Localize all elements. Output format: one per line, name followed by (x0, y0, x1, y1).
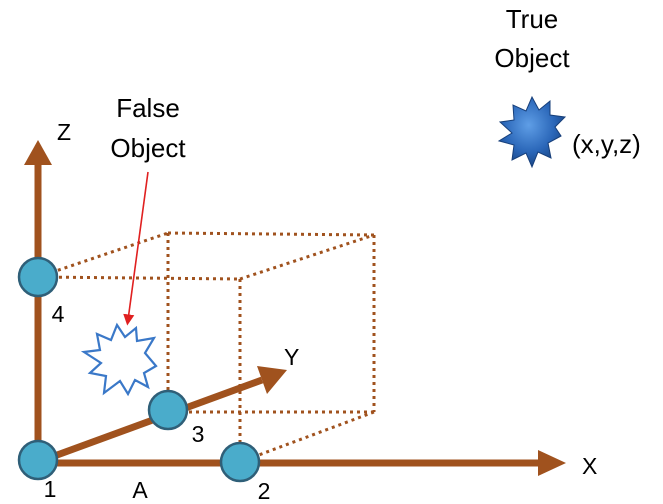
y-axis (36, 376, 264, 466)
true-object-label-line2: Object (494, 43, 570, 73)
sensor-4 (17, 256, 59, 298)
sensor-3 (147, 389, 189, 431)
box-edge (167, 231, 375, 237)
sensor-1-label: 1 (44, 476, 57, 502)
true-object-starburst-icon (497, 95, 567, 169)
false-object-starburst-icon (80, 322, 158, 397)
x-axis-arrowhead (538, 450, 566, 476)
false-object-label-line1: False (116, 93, 180, 123)
box-edge (37, 275, 241, 281)
box-edge (37, 231, 169, 279)
box-edge (239, 410, 375, 464)
coords-label: (x,y,z) (572, 129, 641, 159)
z-axis-arrowhead (24, 140, 52, 165)
true-object-label-line1: True (506, 4, 559, 34)
sensor-4-label: 4 (52, 301, 65, 327)
sensor-3-label: 3 (192, 421, 205, 447)
false-object-label-line2: Object (110, 133, 186, 163)
y-axis-arrowhead (257, 366, 287, 394)
sensor-1 (17, 439, 59, 481)
sensors (17, 256, 261, 483)
y-axis-label: Y (284, 344, 299, 370)
sensor-2 (219, 441, 261, 483)
x-axis-label: X (582, 453, 597, 479)
false-object-pointer-arrow (123, 171, 149, 326)
sensor-2-label: 2 (258, 478, 271, 504)
z-axis-label: Z (57, 119, 71, 145)
box-edge (239, 233, 375, 281)
dimension-a-label: A (132, 477, 148, 503)
axes (24, 140, 566, 476)
dotted-box (37, 231, 376, 464)
